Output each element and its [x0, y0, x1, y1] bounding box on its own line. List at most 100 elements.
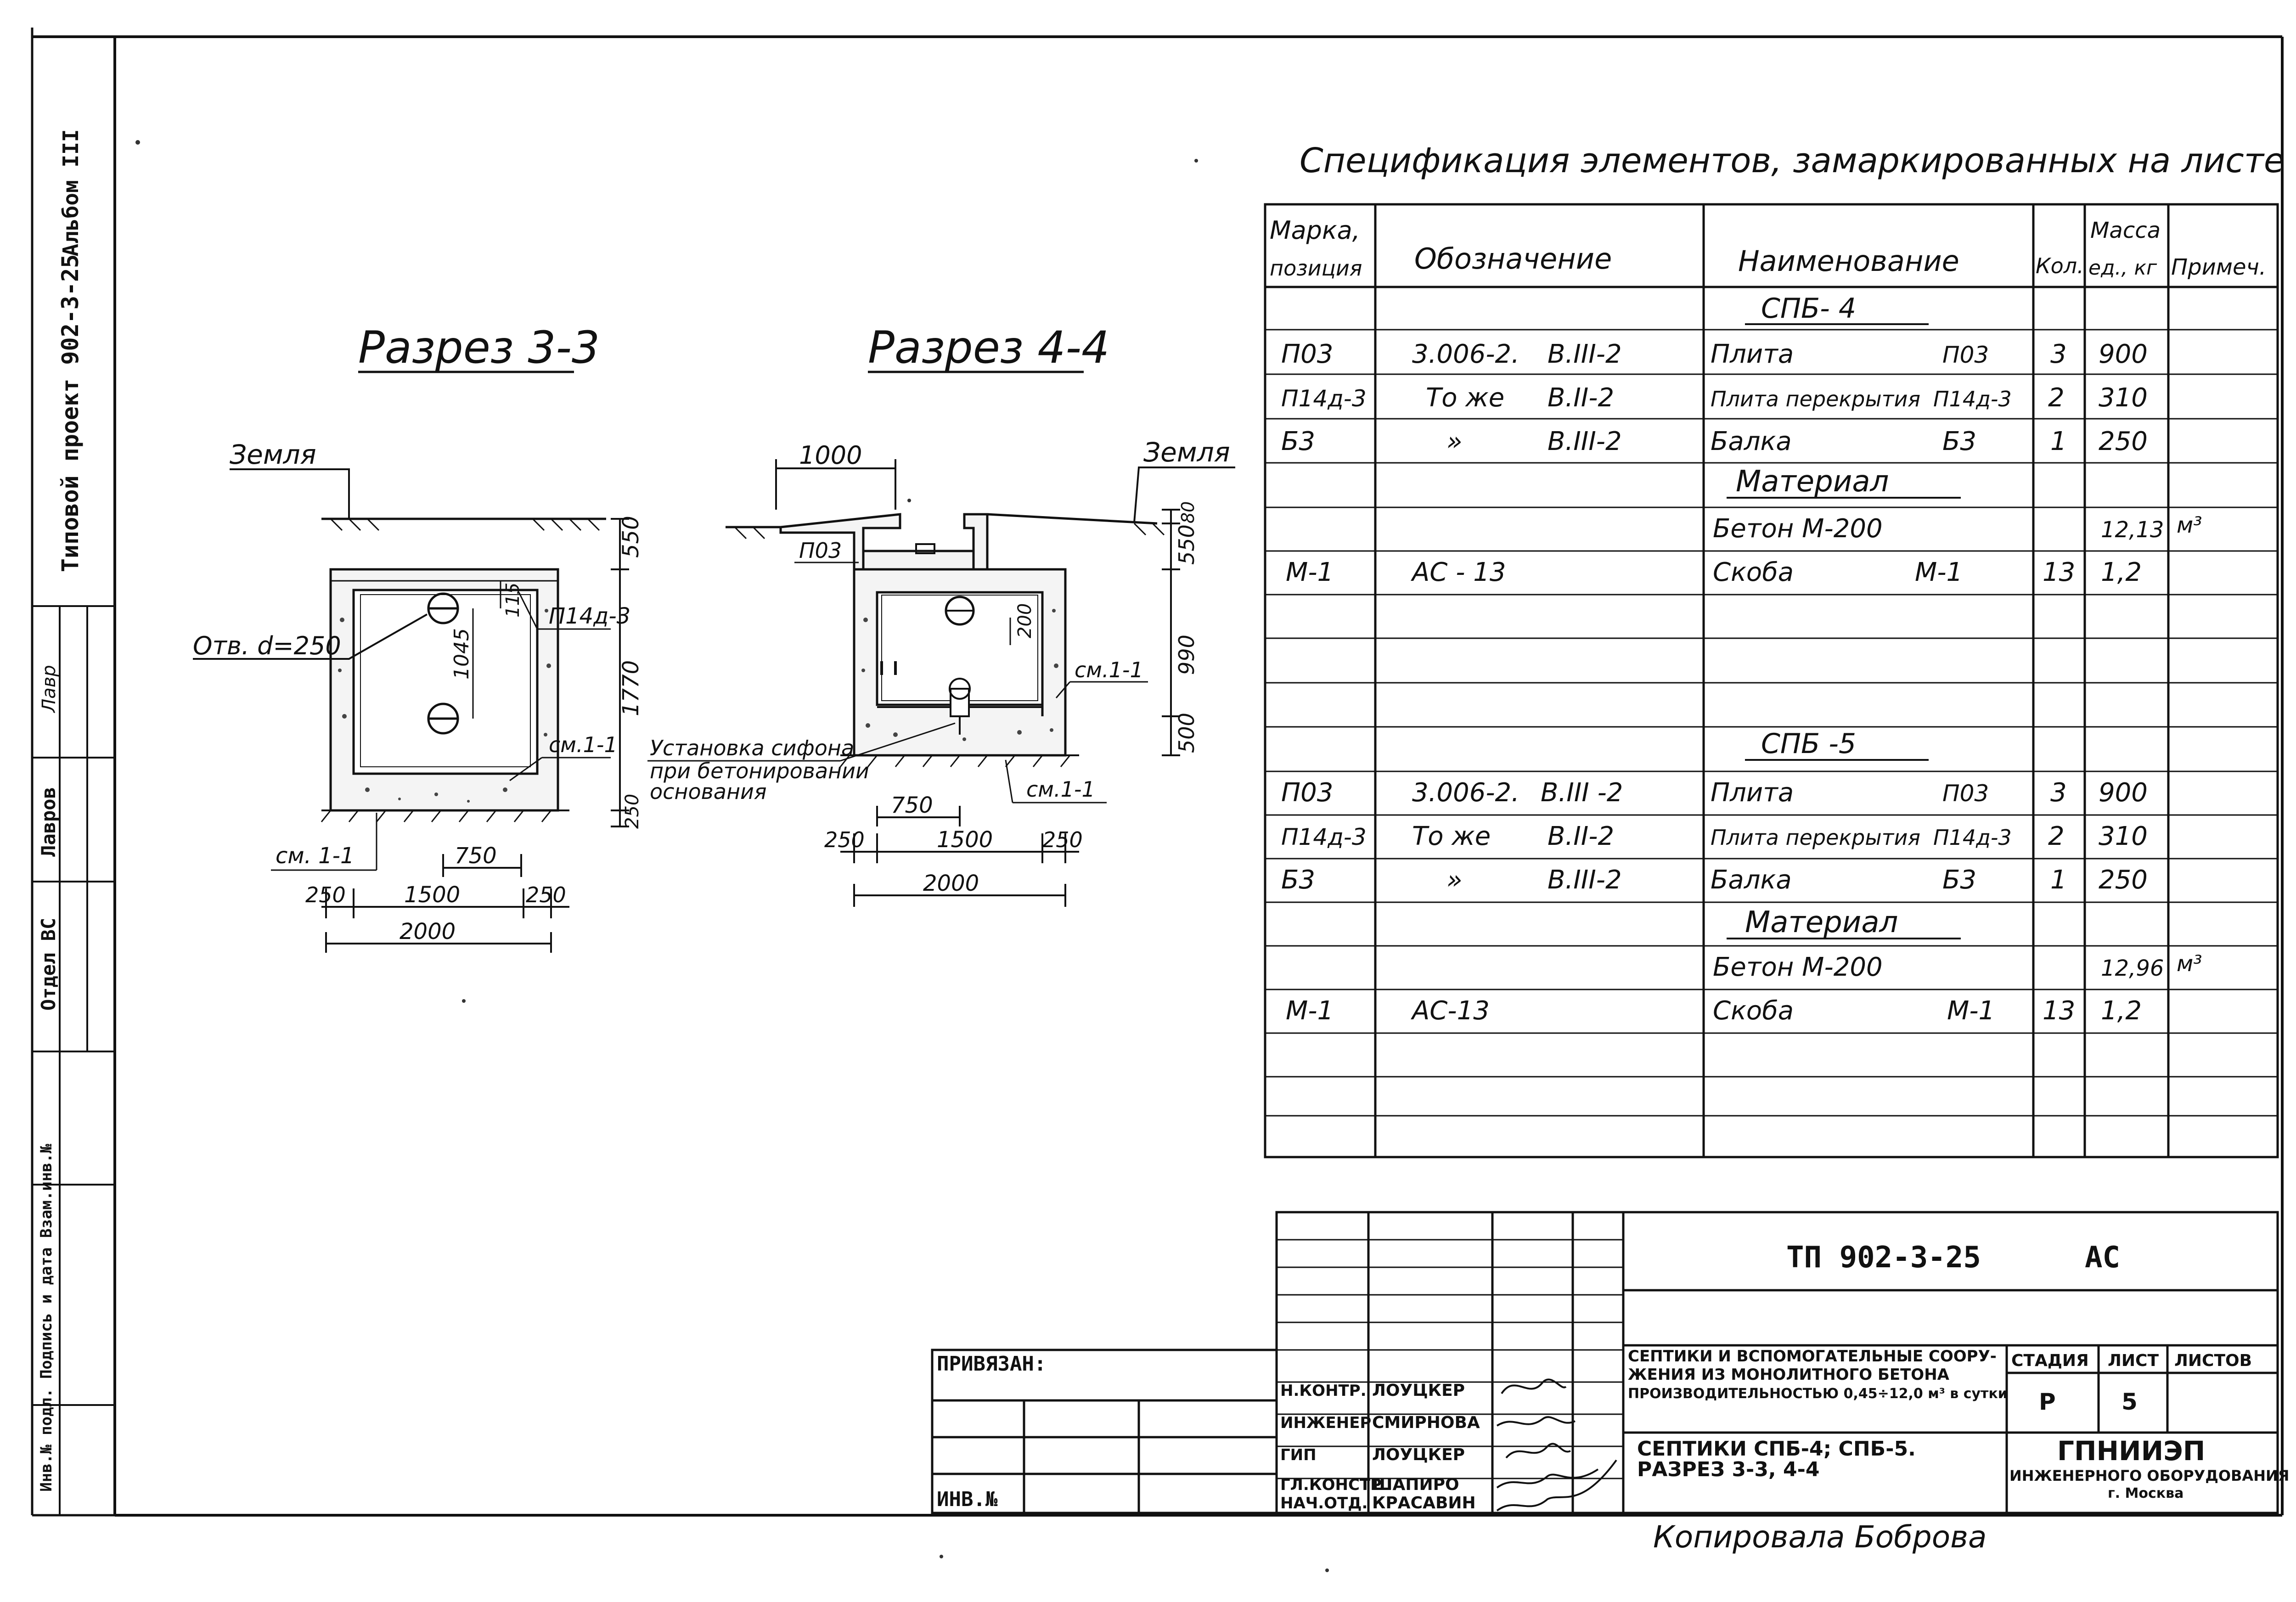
tb-sheet: 5 — [2122, 1388, 2138, 1415]
g1r1-code: П03 — [1942, 342, 1989, 368]
g1-bracket-name: Скоба — [1713, 557, 1794, 587]
hdr-designation: Обозначение — [1414, 242, 1612, 275]
g2r3-vol: В.III-2 — [1548, 865, 1622, 895]
g1r2-name: Плита перекрытия — [1711, 387, 1920, 411]
section44-dim-200: 200 — [1014, 603, 1035, 638]
section44-dim-250b: 250 — [1042, 827, 1083, 852]
tb-desc-2: ЖЕНИЯ ИЗ МОНОЛИТНОГО БЕТОНА — [1628, 1366, 1950, 1384]
g1r3-designation: » — [1446, 427, 1463, 456]
g2r3-mass: 250 — [2099, 865, 2148, 895]
section33-mix-bottom: см. 1-1 — [276, 843, 355, 869]
tb-role-2: ИНЖЕНЕР — [1280, 1414, 1371, 1432]
tb-code: ТП 902-3-25 — [1786, 1241, 1981, 1275]
copied-by: Копировала Боброва — [1653, 1519, 1986, 1555]
section33-dim-1770: 1770 — [618, 660, 644, 716]
hdr-qty: Кол. — [2036, 253, 2084, 278]
section44-dim-1000: 1000 — [799, 441, 862, 470]
section44-p03-label: П03 — [799, 538, 842, 563]
tb-desc-3: ПРОИЗВОДИТЕЛЬНОСТЬЮ 0,45÷12,0 м³ в сутки — [1628, 1386, 2008, 1402]
g1r3-mass: 250 — [2099, 427, 2148, 456]
g1-concrete-name: Бетон М-200 — [1713, 514, 1883, 544]
stamp-columns: Инв.№ подл. Подпись и дата Взам.инв.№ — [37, 1144, 56, 1492]
section44-title: Разрез 4-4 — [868, 322, 1109, 373]
g2-concrete-name: Бетон М-200 — [1713, 952, 1883, 982]
frame — [31, 28, 2284, 1517]
g1r2-code: П14д-3 — [1933, 387, 2012, 411]
tb-name-4: ШАПИРО — [1372, 1475, 1459, 1494]
spec-table: Спецификация элементов, замаркированных … — [1264, 141, 2285, 1158]
g2r2-name: Плита перекрытия — [1711, 825, 1920, 850]
g2r3-mark: Б3 — [1281, 865, 1315, 895]
section33-dim-550: 550 — [618, 516, 644, 558]
section44-dim-1500: 1500 — [937, 827, 993, 853]
g2r2-code: П14д-3 — [1933, 825, 2012, 850]
tb-org-2: ИНЖЕНЕРНОГО ОБОРУДОВАНИЯ — [2009, 1467, 2289, 1484]
tb-org-3: г. Москва — [2108, 1485, 2183, 1501]
g1r3-name: Балка — [1711, 427, 1792, 456]
section33-dim-2000: 2000 — [400, 919, 456, 944]
g1r1-mark: П03 — [1281, 339, 1333, 369]
section44-dim-990: 990 — [1174, 635, 1199, 675]
section-4-4: Разрез 4-4 1000 Земля П03 — [647, 322, 1235, 907]
signatures — [1496, 1378, 1617, 1512]
g2r1-mark: П03 — [1281, 778, 1333, 808]
tb-part: АС — [2085, 1241, 2120, 1275]
g1r3-vol: В.III-2 — [1548, 427, 1622, 456]
g1-bracket-mark: М-1 — [1286, 557, 1334, 587]
section44-dim-500: 500 — [1174, 713, 1199, 753]
section44-dim-750: 750 — [891, 793, 933, 818]
g1r2-mark: П14д-3 — [1281, 385, 1367, 412]
tb-role-5: НАЧ.ОТД. — [1280, 1494, 1367, 1512]
left-strip: Альбом III Типовой проект 902-3-25 Отдел… — [32, 129, 115, 1515]
g1r1-vol: В.III-2 — [1548, 339, 1622, 369]
section44-mix-bottom: см.1-1 — [1026, 777, 1095, 802]
g1-concrete-mass: 12,13 — [2101, 517, 2164, 543]
section33-hole-label: Отв. d=250 — [193, 631, 341, 660]
section33-dim-250a: 250 — [305, 883, 346, 907]
hdr-name: Наименование — [1738, 244, 1959, 278]
g1r3-code: Б3 — [1942, 427, 1976, 456]
g2r1-name: Плита — [1711, 778, 1794, 808]
g1r2-mass: 310 — [2099, 383, 2148, 413]
tb-sheet-label: ЛИСТ — [2108, 1351, 2159, 1370]
g2-bracket-designation: АС-13 — [1411, 996, 1490, 1026]
section33-title: Разрез 3-3 — [358, 322, 600, 373]
section33-dim-115: 115 — [502, 583, 523, 618]
g2-bracket-mark: М-1 — [1286, 996, 1334, 1026]
section33-dim-250v: 250 — [622, 794, 643, 829]
g2-concrete-mass: 12,96 — [2101, 956, 2164, 981]
g1r1-name: Плита — [1711, 339, 1794, 369]
section44-siphon-1: Установка сифона — [650, 736, 854, 760]
g2-concrete-note: м³ — [2177, 951, 2202, 977]
tb-sheet-title-2: РАЗРЕЗ 3-3, 4-4 — [1637, 1458, 1819, 1481]
section44-mix-right: см.1-1 — [1075, 658, 1143, 682]
g2r3-name: Балка — [1711, 865, 1792, 895]
tb-role-4: ГЛ.КОНСТР — [1280, 1476, 1382, 1494]
g2r1-qty: 3 — [2050, 778, 2067, 808]
g1r1-qty: 3 — [2050, 339, 2067, 369]
g2r1-designation: 3.006-2. — [1412, 778, 1519, 808]
g1-concrete-note: м³ — [2177, 512, 2202, 538]
tb-attached: ПРИВЯЗАН: — [937, 1352, 1046, 1376]
tb-desc-1: СЕПТИКИ И ВСПОМОГАТЕЛЬНЫЕ СООРУ- — [1628, 1347, 1997, 1366]
section33-slab-label: П14д-3 — [549, 603, 630, 629]
section44-dim-2000: 2000 — [923, 871, 979, 896]
title-block: ПРИВЯЗАН: ИНВ.№ — [931, 1211, 2289, 1514]
g1r2-vol: В.II-2 — [1548, 383, 1614, 413]
tb-org-1: ГПНИИЭП — [2057, 1435, 2205, 1467]
g1r1-mass: 900 — [2099, 339, 2148, 369]
section44-siphon-2: при бетонировании — [650, 759, 869, 783]
hdr-mark-2: позиция — [1270, 256, 1362, 281]
tb-name-1: ЛОУЦКЕР — [1372, 1381, 1465, 1400]
g2r3-code: Б3 — [1942, 865, 1976, 895]
g2r2-vol: В.II-2 — [1548, 821, 1614, 851]
group1-title: СПБ- 4 — [1761, 292, 1856, 325]
g2-bracket-name: Скоба — [1713, 996, 1794, 1026]
g1-bracket-code: М-1 — [1915, 557, 1963, 587]
g2-bracket-code: М-1 — [1947, 996, 1995, 1026]
hdr-mark-1: Марка, — [1270, 216, 1360, 245]
section44-ground-label: Земля — [1143, 437, 1230, 468]
g2r3-qty: 1 — [2050, 865, 2067, 895]
